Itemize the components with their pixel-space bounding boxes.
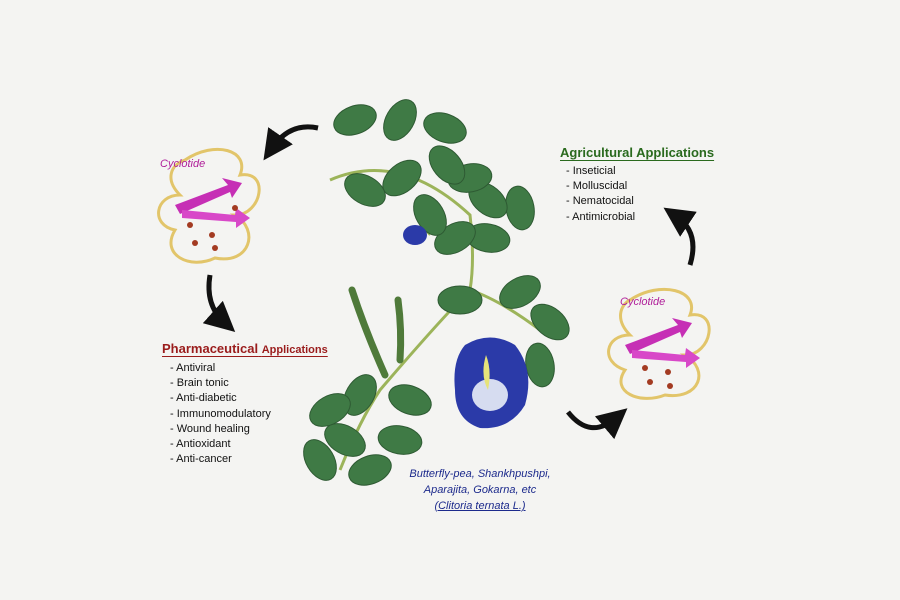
leaf: [344, 173, 386, 207]
application-item: Anti-cancer: [170, 452, 271, 467]
plant-caption: Butterfly-pea, Shankhpushpi, Aparajita, …: [405, 466, 555, 514]
application-item: Wound healing: [170, 422, 271, 437]
seed-pod-1: [348, 286, 389, 379]
cyclotide-structure-right: [607, 287, 711, 400]
flower-bud: [403, 225, 427, 245]
application-item: Anti-diabetic: [170, 391, 271, 406]
leaf: [309, 393, 351, 427]
application-item: Brain tonic: [170, 376, 271, 391]
pharmaceutical-title: Pharmaceutical Applications: [162, 341, 328, 356]
leaf: [303, 439, 337, 481]
application-item: Nematocidal: [566, 194, 635, 209]
application-item: Immunomodulatory: [170, 407, 271, 422]
leaf: [348, 454, 392, 486]
pharmaceutical-title-main: Pharmaceutical: [162, 341, 259, 356]
application-item: Antimicrobial: [566, 210, 635, 225]
leaf: [499, 275, 541, 309]
agricultural-title: Agricultural Applications: [560, 145, 715, 160]
butterfly-pea-plant: [303, 99, 570, 486]
cyclotide-label-left: Cyclotide: [160, 158, 206, 170]
caption-scientific-name: (Clitoria ternata L.): [434, 500, 526, 512]
leaf: [428, 145, 466, 185]
caption-common-names: Butterfly-pea, Shankhpushpi,: [409, 468, 551, 480]
agricultural-list: InseticialMolluscidalNematocidalAntimicr…: [566, 164, 635, 225]
application-item: Antiviral: [170, 361, 271, 376]
leaf: [383, 99, 417, 141]
leaf: [505, 185, 535, 231]
leaf: [377, 425, 423, 455]
arrow-right-up: [663, 207, 697, 266]
leaf: [333, 104, 377, 136]
application-item: Inseticial: [566, 164, 635, 179]
cyclotide-label-right: Cyclotide: [620, 296, 666, 308]
application-item: Antioxidant: [170, 437, 271, 452]
leaf: [437, 285, 483, 315]
leaf: [343, 374, 377, 416]
leaf: [423, 112, 467, 144]
pharmaceutical-list: AntiviralBrain tonicAnti-diabeticImmunom…: [170, 361, 271, 467]
caption-local-names: Aparajita, Gokarna, etc: [423, 484, 537, 496]
arrow-top-left: [263, 124, 319, 161]
cyclotide-structure-left: [157, 147, 261, 264]
pharmaceutical-title-sub: Applications: [261, 344, 328, 356]
leaf: [530, 303, 570, 341]
application-item: Molluscidal: [566, 179, 635, 194]
seed-pod-2: [394, 296, 405, 364]
arrow-left-down: [202, 274, 236, 333]
leaf: [388, 384, 432, 416]
arrow-bottom-right: [566, 408, 628, 440]
leaf: [413, 194, 447, 236]
leaf: [324, 423, 366, 457]
